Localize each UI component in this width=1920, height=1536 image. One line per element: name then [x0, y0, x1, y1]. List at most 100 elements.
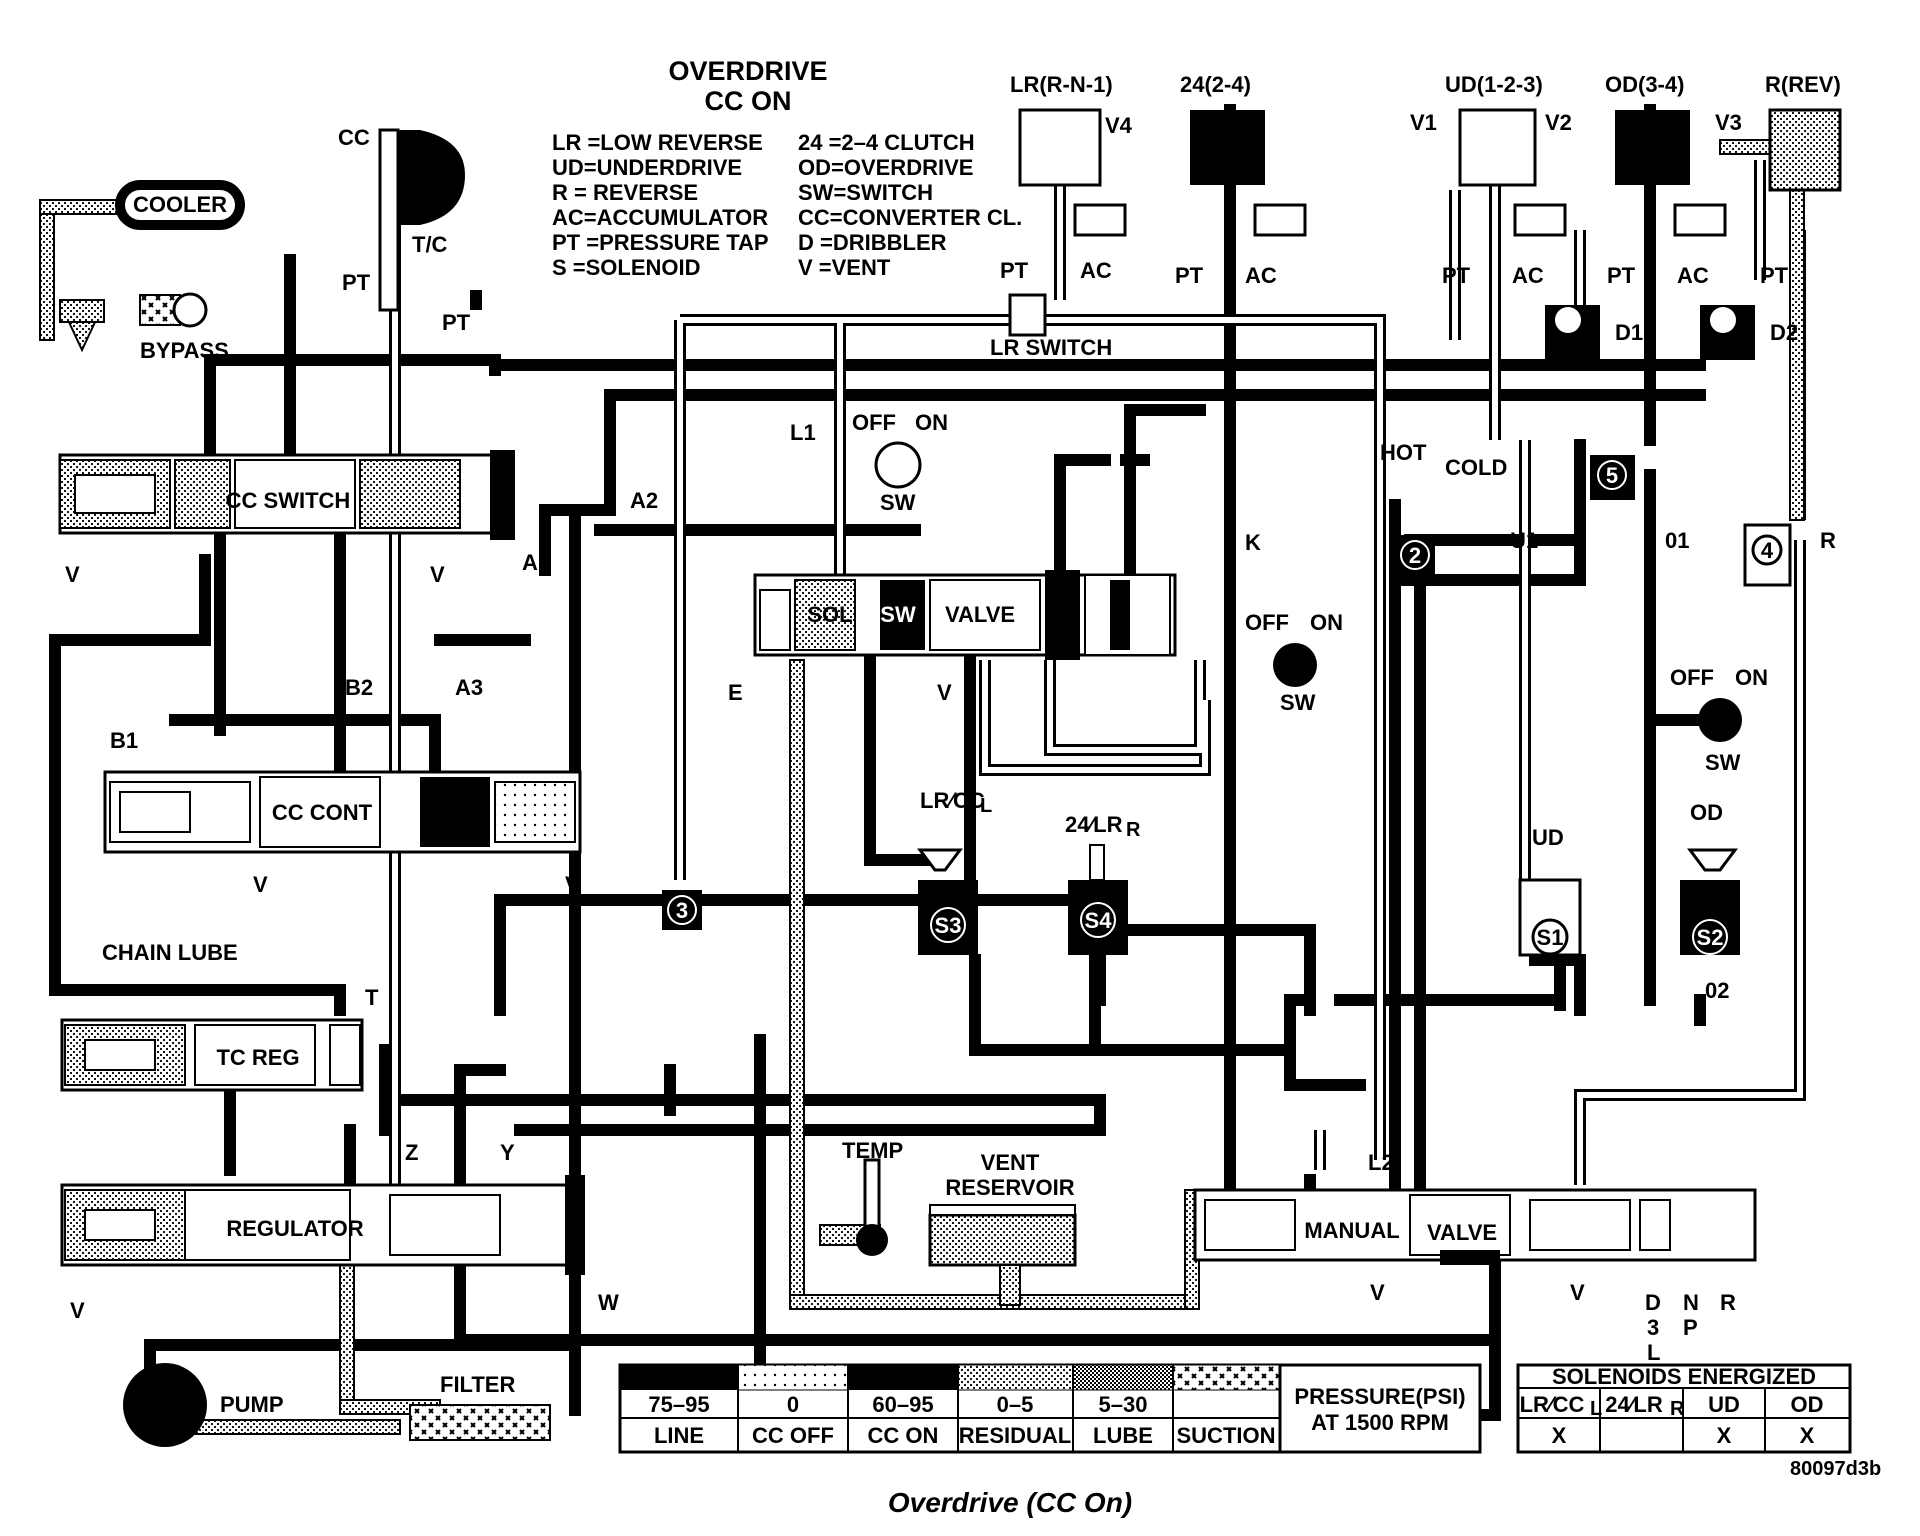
legend-left-4: PT =PRESSURE TAP — [552, 230, 769, 255]
regulator-label: REGULATOR — [226, 1216, 363, 1241]
lr-switch-label: LR SWITCH — [990, 335, 1112, 360]
sol-label: SOL — [807, 602, 852, 627]
lr-sw-label: SW — [880, 490, 916, 515]
n4-label: 4 — [1761, 538, 1774, 563]
legend-swatch-suction — [1172, 1364, 1281, 1391]
2-4-lr-solenoid-sub: R — [1126, 819, 1141, 841]
legend-name-line: LINE — [654, 1423, 704, 1448]
diagram-labels: OVERDRIVE CC ON LR =LOW REVERSE UD=UNDER… — [65, 56, 1841, 1365]
v-label-7: V — [1370, 1280, 1385, 1305]
od-pressure-switch — [1698, 698, 1742, 742]
cooler — [115, 180, 245, 230]
pump — [123, 1363, 207, 1447]
v-label-8: V — [1570, 1280, 1585, 1305]
dribbler-d2 — [1700, 305, 1755, 360]
solenoid-value-lrcc: X — [1552, 1423, 1567, 1448]
s3-label: S3 — [935, 913, 962, 938]
hot-label: HOT — [1380, 440, 1427, 465]
valve-label: VALVE — [945, 602, 1015, 627]
solenoid-header-lrcc: LR⁄CC — [1520, 1392, 1585, 1417]
od-sw-label: SW — [1705, 750, 1741, 775]
l1-label: L1 — [790, 420, 816, 445]
check-ball-3 — [662, 890, 702, 930]
2-4-lr-solenoid-label: 24⁄LR — [1065, 812, 1123, 837]
legend-right-3: CC=CONVERTER CL. — [798, 205, 1022, 230]
v-label-1: V — [65, 562, 80, 587]
vent-label: VENT — [981, 1150, 1040, 1175]
solenoid-header-ud: UD — [1708, 1392, 1740, 1417]
sw-valve-label: SW — [880, 602, 916, 627]
z-label: Z — [405, 1140, 418, 1165]
legend-name-cc-off: CC OFF — [752, 1423, 834, 1448]
lr-sw-on-label: ON — [915, 410, 948, 435]
cc-switch-valve — [58, 450, 515, 540]
lr-switch — [1008, 293, 1047, 337]
cc-switch-label: CC SWITCH — [226, 488, 351, 513]
reservoir-label: RESERVOIR — [945, 1175, 1074, 1200]
legend-swatch-lube — [1072, 1364, 1174, 1391]
legend-name-lube: LUBE — [1093, 1423, 1153, 1448]
legend-left-2: R = REVERSE — [552, 180, 698, 205]
gear-p-label: P — [1683, 1315, 1698, 1340]
u1-label: U1 — [1510, 528, 1538, 553]
legend-left-1: UD=UNDERDRIVE — [552, 155, 742, 180]
gear-n-label: N — [1683, 1290, 1699, 1315]
tc-reg-label: TC REG — [216, 1045, 299, 1070]
legend-right-4: D =DRIBBLER — [798, 230, 947, 255]
e-label: E — [728, 680, 743, 705]
b2-label: B2 — [345, 675, 373, 700]
solenoid-header-24lr-sub: R — [1670, 1398, 1685, 1420]
reverse-clutch — [1768, 108, 1842, 192]
d1-label: D1 — [1615, 320, 1643, 345]
v-label-3: V — [253, 872, 268, 897]
pump-label: PUMP — [220, 1392, 284, 1417]
gear-l-label: L — [1647, 1340, 1660, 1365]
solenoid-value-ud: X — [1717, 1423, 1732, 1448]
temp-sensor — [856, 1158, 888, 1256]
check-ball-4 — [1743, 523, 1792, 587]
tc-label: T/C — [412, 232, 448, 257]
2-4-pt-label: PT — [1175, 263, 1204, 288]
legend-range-cc-on: 60–95 — [872, 1392, 933, 1417]
chain-lube-label: CHAIN LUBE — [102, 940, 238, 965]
d2-label: D2 — [1770, 320, 1798, 345]
temp-label: TEMP — [842, 1138, 903, 1163]
w-label: W — [598, 1290, 619, 1315]
legend-caption-1: PRESSURE(PSI) — [1294, 1384, 1465, 1409]
od-sw-on-label: ON — [1735, 665, 1768, 690]
l2-label: L2 — [1368, 1150, 1394, 1175]
figure-caption: Overdrive (CC On) — [888, 1487, 1132, 1518]
torque-converter — [378, 128, 482, 312]
solenoid-table-title: SOLENOIDS ENERGIZED — [1552, 1364, 1816, 1389]
a1-label: A1 — [522, 550, 550, 575]
ud-clutch — [1458, 108, 1567, 237]
check-ball-2 — [1395, 535, 1435, 575]
2-4-accumulator — [1253, 203, 1307, 237]
legend-name-cc-on: CC ON — [868, 1423, 939, 1448]
lr-sw-off-label: OFF — [852, 410, 896, 435]
2-4-pressure-switch — [1273, 643, 1317, 687]
ud-solenoid-label: UD — [1532, 825, 1564, 850]
k-label: K — [1245, 530, 1261, 555]
manual-valve-label: VALVE — [1427, 1220, 1497, 1245]
legend-left-5: S =SOLENOID — [552, 255, 701, 280]
od-sw-off-label: OFF — [1670, 665, 1714, 690]
pressure-legend: 75–95 0 60–95 0–5 5–30 LINE CC OFF CC ON… — [618, 1363, 1482, 1454]
ud-pt-label: PT — [1442, 263, 1471, 288]
diagram-subtitle: CC ON — [705, 86, 792, 116]
bypass-valve — [139, 292, 208, 328]
n2-label: 2 — [1409, 543, 1421, 568]
v-label-4: V — [565, 872, 580, 897]
legend-range-lube: 5–30 — [1099, 1392, 1148, 1417]
gear-d-label: D — [1645, 1290, 1661, 1315]
tc-pt-label: PT — [342, 270, 371, 295]
filter — [409, 1404, 551, 1441]
y-label: Y — [500, 1140, 515, 1165]
ud-ac-label: AC — [1512, 263, 1544, 288]
legend-range-residual: 0–5 — [997, 1392, 1034, 1417]
o1-label: 01 — [1665, 528, 1689, 553]
od-clutch — [1615, 110, 1690, 185]
gear-3-label: 3 — [1647, 1315, 1659, 1340]
legend-right-1: OD=OVERDRIVE — [798, 155, 973, 180]
t-label: T — [365, 985, 379, 1010]
